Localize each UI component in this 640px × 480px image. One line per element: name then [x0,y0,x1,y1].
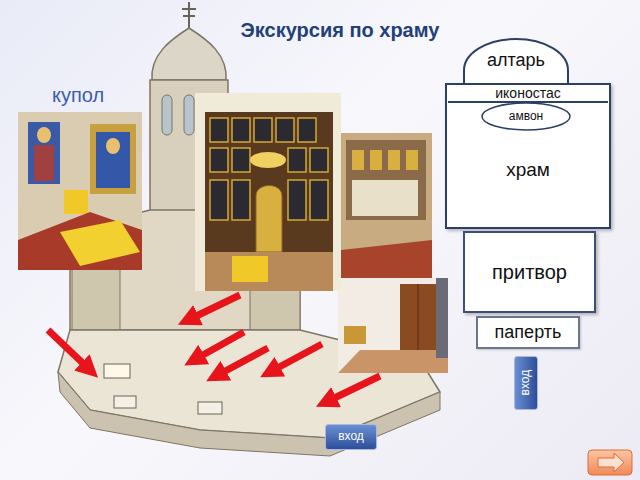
illustration-part [114,396,136,408]
illustration-part [400,284,436,356]
illustration-part [270,344,322,372]
illustration-part [310,180,328,220]
node-text: вход [519,370,532,396]
node-text: амвон [509,110,543,123]
illustration-part [298,118,316,142]
illustration-part [194,332,244,360]
illustration-part [256,186,282,253]
illustration-part [195,93,341,291]
illustration-part [232,148,250,172]
illustration-part [232,256,268,282]
narthex-box: притвор [463,231,596,313]
next-button [588,450,632,475]
porch-box: паперть [476,316,580,349]
photo-vestibule [338,278,448,373]
node-text: паперть [495,323,562,343]
illustration-part [370,150,382,170]
illustration-part [344,326,366,344]
illustration-part [28,122,60,184]
illustration-part [162,95,172,135]
slide-title: Экскурсия по храму [200,19,480,42]
part-label: купол [52,84,104,107]
node-text: вход [338,430,364,443]
illustration-part [310,148,328,172]
illustration-part [210,118,228,142]
nave-box: храм иконостас амвон [445,83,611,229]
illustration-part [188,295,240,320]
illustration-part [288,180,306,220]
ambo-oval: амвон [481,102,571,131]
node-text: иконостас [495,86,560,101]
illustration-part [37,127,51,143]
illustration-part [232,180,250,220]
photo-iconostasis [195,93,341,291]
entrance-button: вход [325,424,377,450]
illustration-part [346,140,426,220]
photo-icons [18,112,142,270]
node-text: храм [506,160,550,181]
illustration-part [326,376,380,402]
illustration-part [182,8,196,10]
illustration-part [210,148,228,172]
illustration-part [254,118,272,142]
illustration-part [352,150,364,170]
illustration-part [352,180,418,216]
illustration-part [250,152,286,168]
illustration-part [436,278,448,358]
illustration-part [338,350,448,373]
oval-path [482,103,570,130]
illustration-part [64,190,88,214]
illustration-part [418,284,419,356]
illustration-part [588,450,632,475]
church-cutaway [58,2,440,456]
illustration-part [48,330,90,370]
node-text: алтарь [487,51,545,71]
illustration-part [90,124,136,194]
illustration-part [288,148,306,172]
entrance-tab: вход [514,356,538,410]
illustration-part [338,278,448,373]
illustration-part [104,364,130,378]
illustration-part [198,402,222,414]
illustration-part [184,95,194,135]
photo-interior [341,133,432,285]
illustration-part [18,112,142,270]
illustration-part [205,252,333,291]
illustration-part [152,28,226,80]
illustration-part [183,15,195,17]
illustration-part [341,133,432,285]
illustration-part [106,138,120,154]
illustration-part [276,118,294,142]
illustration-part [34,145,54,181]
illustration-part [210,180,228,220]
illustration-part [232,118,250,142]
illustration-part [60,220,140,266]
illustration-part [58,372,440,456]
red-arrows [48,295,380,402]
illustration-part [388,150,400,170]
illustration-part [96,132,130,188]
illustration-part [598,453,624,472]
illustration-part [406,150,418,170]
illustration-part [18,212,142,270]
illustration-part [205,112,333,252]
iconostasis-band: иконостас [448,86,608,103]
illustration-part [216,348,268,376]
node-text: притвор [492,261,567,283]
